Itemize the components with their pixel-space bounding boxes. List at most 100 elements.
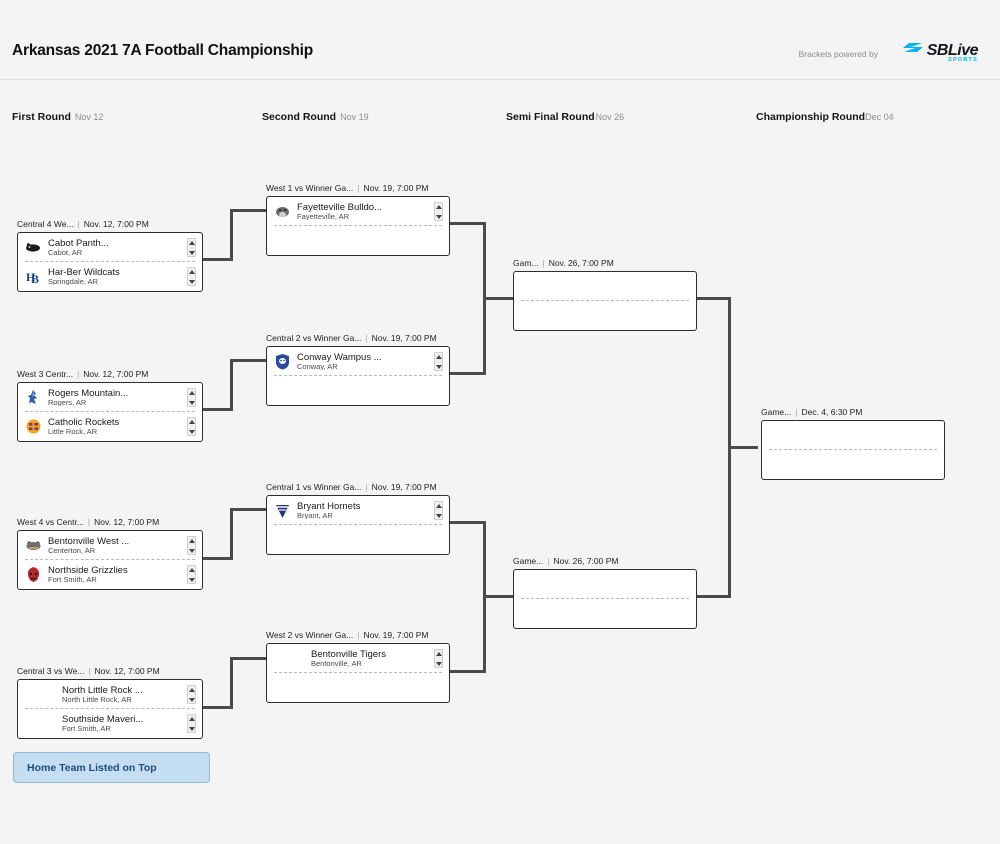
- seed-stepper[interactable]: [187, 565, 196, 584]
- team-name: Catholic Rockets: [48, 417, 120, 428]
- connector-r1g4-horizontal: [203, 706, 233, 709]
- team-row[interactable]: Bryant Hornets Bryant, AR: [267, 496, 449, 525]
- sblive-sports-sub: SPORTS: [948, 57, 978, 63]
- team-row-empty[interactable]: [514, 301, 696, 330]
- team-row[interactable]: Cabot Panth... Cabot, AR: [18, 233, 202, 262]
- team-row-empty[interactable]: [267, 226, 449, 255]
- team-row[interactable]: Northside Grizzlies Fort Smith, AR: [18, 560, 202, 589]
- game-box: North Little Rock ... North Little Rock,…: [17, 679, 203, 739]
- game-box: [513, 569, 697, 629]
- connector-r2g3-horizontal: [450, 521, 486, 524]
- game-card-r2-g4[interactable]: West 2 vs Winner Ga...|Nov. 19, 7:00 PM …: [266, 630, 450, 703]
- game-box: Bentonville Tigers Bentonville, AR: [266, 643, 450, 703]
- connector-r1g3-vertical: [230, 508, 233, 560]
- game-card-r1-g2[interactable]: West 3 Centr...|Nov. 12, 7:00 PM Rogers …: [17, 369, 203, 442]
- seed-stepper[interactable]: [187, 714, 196, 733]
- game-card-r1-g3[interactable]: West 4 vs Centr...|Nov. 12, 7:00 PM Bent…: [17, 517, 203, 590]
- game-label: West 3 Centr...: [17, 369, 74, 379]
- team-city: Bryant, AR: [297, 511, 333, 520]
- game-card-r2-g2[interactable]: Central 2 vs Winner Ga...|Nov. 19, 7:00 …: [266, 333, 450, 406]
- team-row-empty[interactable]: [514, 599, 696, 628]
- game-label: Central 3 vs We...: [17, 666, 85, 676]
- team-row[interactable]: Catholic Rockets Little Rock, AR: [18, 412, 202, 441]
- round-header-semifinal: Semi Final RoundNov 26: [506, 107, 624, 125]
- game-box: Rogers Mountain... Rogers, AR Catholic R…: [17, 382, 203, 442]
- team-city: Bentonville, AR: [311, 659, 362, 668]
- team-city: Springdale, AR: [48, 277, 99, 286]
- team-row[interactable]: Fayetteville Bulldo... Fayetteville, AR: [267, 197, 449, 226]
- team-name: Northside Grizzlies: [48, 565, 128, 576]
- game-box: Bryant Hornets Bryant, AR: [266, 495, 450, 555]
- game-card-r1-g4[interactable]: Central 3 vs We...|Nov. 12, 7:00 PM Nort…: [17, 666, 203, 739]
- team-city: Fayetteville, AR: [297, 212, 350, 221]
- seed-stepper[interactable]: [187, 536, 196, 555]
- seed-stepper[interactable]: [187, 238, 196, 257]
- team-info: Cabot Panth... Cabot, AR: [48, 239, 183, 257]
- team-logo-placeholder-icon: [274, 650, 291, 667]
- team-row[interactable]: Rogers Mountain... Rogers, AR: [18, 383, 202, 412]
- team-row-empty[interactable]: [762, 450, 944, 479]
- team-row[interactable]: Conway Wampus ... Conway, AR: [267, 347, 449, 376]
- sblive-mark-icon: [902, 42, 924, 59]
- game-box: Bentonville West ... Centerton, AR North…: [17, 530, 203, 590]
- team-row[interactable]: Bentonville West ... Centerton, AR: [18, 531, 202, 560]
- game-card-r2-g3[interactable]: Central 1 vs Winner Ga...|Nov. 19, 7:00 …: [266, 482, 450, 555]
- connector-r2g1-horizontal: [450, 222, 486, 225]
- team-row-empty[interactable]: [267, 376, 449, 405]
- team-city: Fort Smith, AR: [48, 575, 97, 584]
- bulldog-logo-icon: [274, 203, 291, 220]
- connector-sf1-horizontal: [697, 297, 731, 300]
- connector-sf2-horizontal: [697, 595, 731, 598]
- round-label: Second Round: [262, 111, 337, 123]
- team-row-empty[interactable]: [514, 570, 696, 599]
- game-datetime: Nov. 19, 7:00 PM: [363, 183, 429, 193]
- game-card-r2-g1[interactable]: West 1 vs Winner Ga...|Nov. 19, 7:00 PM …: [266, 183, 450, 256]
- hornet-logo-icon: [274, 502, 291, 519]
- game-card-sf-g2[interactable]: Game...|Nov. 26, 7:00 PM: [513, 556, 697, 629]
- seed-stepper[interactable]: [434, 202, 443, 221]
- team-row[interactable]: Southside Maveri... Fort Smith, AR: [18, 709, 202, 738]
- svg-text:H: H: [26, 270, 36, 284]
- seed-stepper[interactable]: [434, 501, 443, 520]
- seed-stepper[interactable]: [187, 388, 196, 407]
- team-row-empty[interactable]: [267, 673, 449, 702]
- team-row-empty[interactable]: [267, 525, 449, 554]
- team-name: Rogers Mountain...: [48, 388, 129, 399]
- game-meta: West 3 Centr...|Nov. 12, 7:00 PM: [17, 369, 149, 379]
- game-card-championship[interactable]: Game...|Dec. 4, 6:30 PM: [761, 407, 945, 480]
- team-row-empty[interactable]: [514, 272, 696, 301]
- seed-stepper[interactable]: [434, 352, 443, 371]
- team-row[interactable]: North Little Rock ... North Little Rock,…: [18, 680, 202, 709]
- game-datetime: Nov. 12, 7:00 PM: [94, 666, 160, 676]
- team-info: Catholic Rockets Little Rock, AR: [48, 418, 183, 436]
- round-label: Semi Final Round: [506, 111, 595, 123]
- seed-stepper[interactable]: [187, 417, 196, 436]
- game-meta: Central 3 vs We...|Nov. 12, 7:00 PM: [17, 666, 160, 676]
- team-row[interactable]: Bentonville Tigers Bentonville, AR: [267, 644, 449, 673]
- game-label: West 1 vs Winner Ga...: [266, 183, 354, 193]
- team-name: Bryant Hornets: [297, 501, 361, 512]
- team-name: Har-Ber Wildcats: [48, 267, 120, 278]
- connector-r1g1-horizontal: [203, 258, 233, 261]
- game-card-sf-g1[interactable]: Gam...|Nov. 26, 7:00 PM: [513, 258, 697, 331]
- connector-r1g2-vertical: [230, 359, 233, 411]
- game-meta: West 4 vs Centr...|Nov. 12, 7:00 PM: [17, 517, 160, 527]
- seed-stepper[interactable]: [434, 649, 443, 668]
- team-name: Southside Maveri...: [62, 714, 144, 725]
- team-info: Har-Ber Wildcats Springdale, AR: [48, 268, 183, 286]
- game-box: Fayetteville Bulldo... Fayetteville, AR: [266, 196, 450, 256]
- seed-stepper[interactable]: [187, 685, 196, 704]
- game-datetime: Nov. 26, 7:00 PM: [553, 556, 619, 566]
- team-city: Cabot, AR: [48, 248, 83, 257]
- sblive-logo[interactable]: SBLive: [902, 42, 979, 59]
- team-city: Fort Smith, AR: [62, 724, 111, 733]
- connector-into-final: [728, 446, 758, 449]
- connector-r1g2-into-r2: [230, 359, 266, 362]
- game-card-r1-g1[interactable]: Central 4 We...|Nov. 12, 7:00 PM Cabot P…: [17, 219, 203, 292]
- round-label: First Round: [12, 111, 71, 123]
- powered-by-label: Brackets powered by: [798, 49, 878, 59]
- seed-stepper[interactable]: [187, 267, 196, 286]
- team-row-empty[interactable]: [762, 421, 944, 450]
